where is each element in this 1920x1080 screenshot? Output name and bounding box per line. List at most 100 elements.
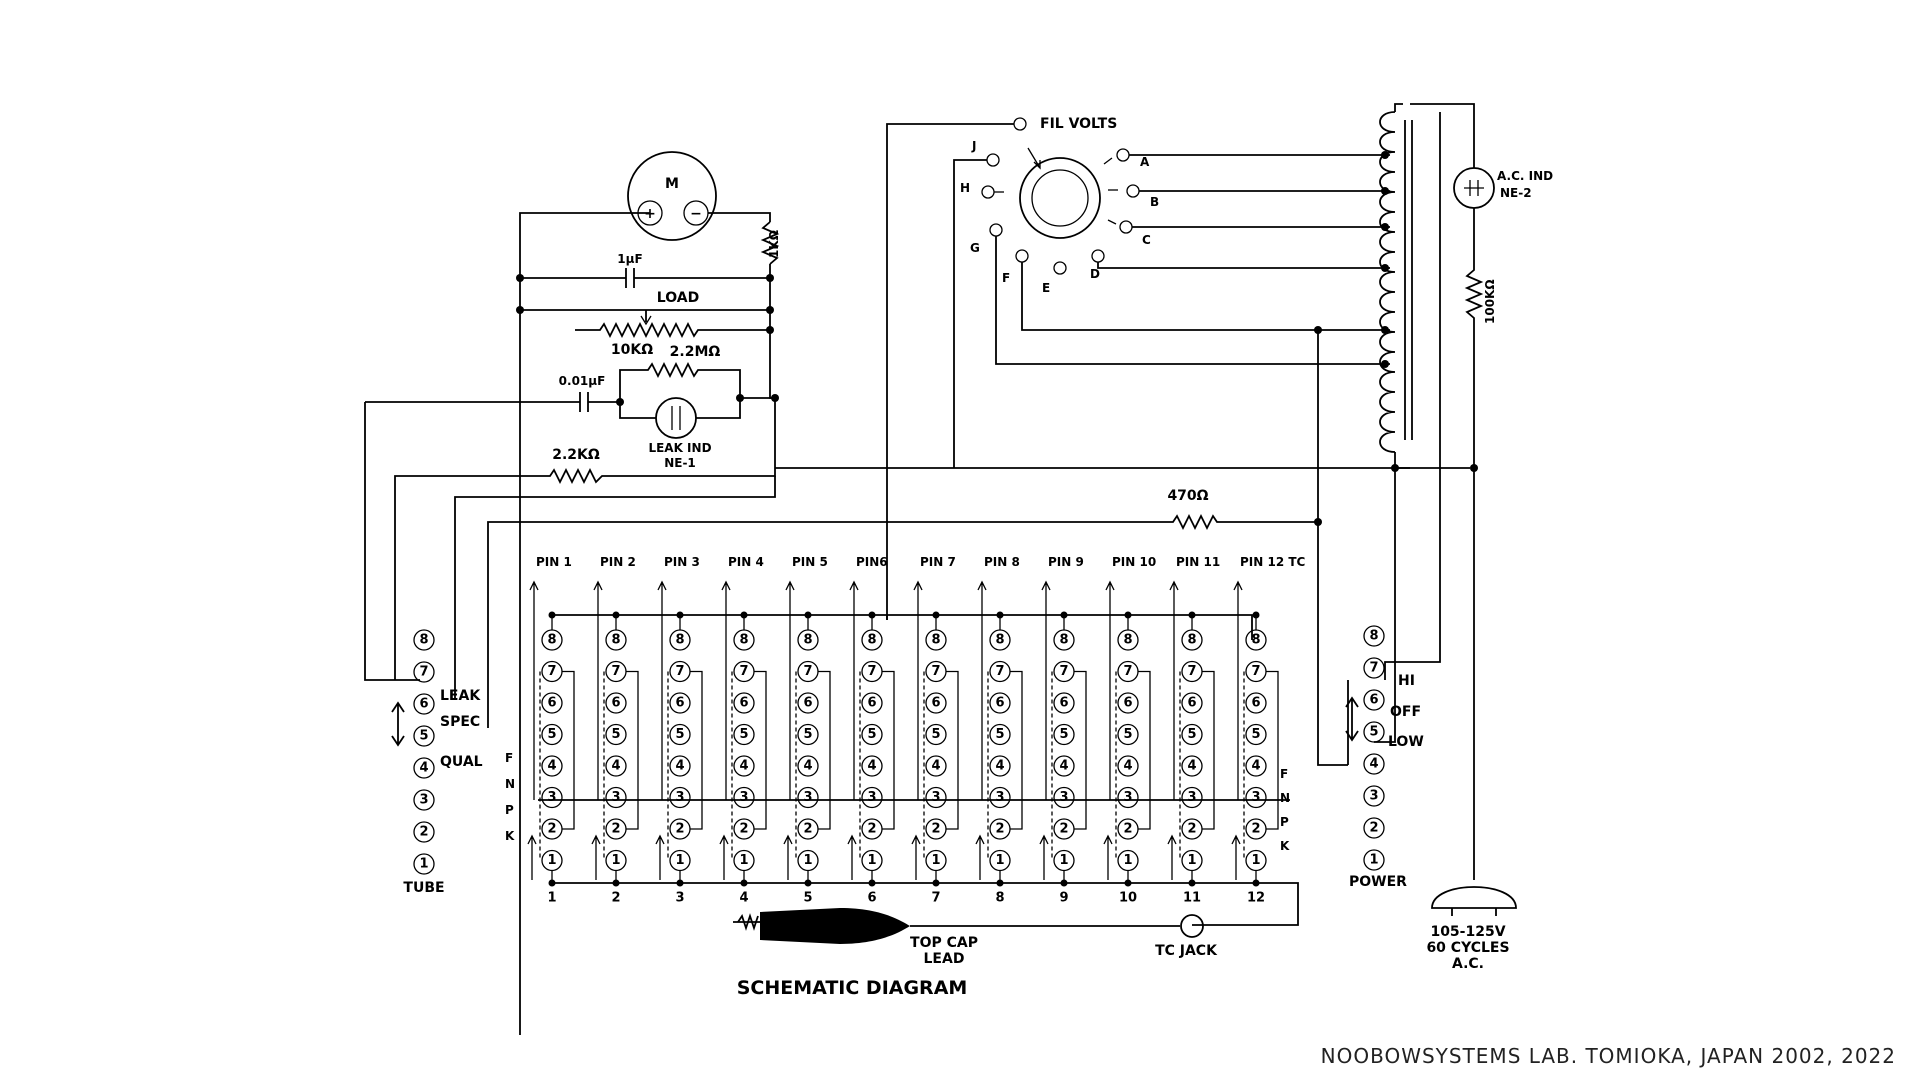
pin-7-pos-4 <box>925 755 947 777</box>
pin-6-pos-4 <box>861 755 883 777</box>
pin-5-bottom-arrow <box>783 834 793 880</box>
pin-12-pos-label-2: 2 <box>1251 822 1260 837</box>
pin-8-pos-label-2: 2 <box>995 822 1004 837</box>
pin-6-pos-6 <box>861 692 883 714</box>
credit-line: NOOBOWSYSTEMS LAB. TOMIOKA, JAPAN 2002, … <box>1320 1044 1896 1068</box>
pin-arrow-10 <box>1105 580 1115 800</box>
pin-11-pos-label-5: 5 <box>1187 727 1196 742</box>
pin-arrow-6 <box>849 580 859 800</box>
pin-8-pos-6 <box>989 692 1011 714</box>
pin-number-4: 4 <box>739 891 748 906</box>
power-pos-7 <box>1363 657 1385 679</box>
tube-label-leak: LEAK <box>440 688 481 704</box>
tap-c: C <box>1142 233 1151 247</box>
pin-bank-buses <box>538 614 1299 926</box>
pin-7-pos-label-1: 1 <box>931 853 940 868</box>
pin-6-pos-label-7: 7 <box>867 664 876 679</box>
pin-4-pos-4 <box>733 755 755 777</box>
pin-4-pos-label-5: 5 <box>739 727 748 742</box>
top-cap-lead <box>733 908 1204 944</box>
power-label-hi: HI <box>1398 673 1415 689</box>
pin-9-pos-label-2: 2 <box>1059 822 1068 837</box>
tube-pos-6 <box>413 693 435 715</box>
top-cap-label-1: TOP CAP <box>910 935 978 951</box>
label-r1k: 1KΩ <box>767 230 781 258</box>
pin-7-pos-label-3: 3 <box>931 790 940 805</box>
pin-8-bracket <box>1010 670 1023 830</box>
power-caption: POWER <box>1349 874 1407 890</box>
pin-8-pos-label-8: 8 <box>995 633 1004 648</box>
pin-7-pos-5 <box>925 723 947 746</box>
pin-8-pos-label-7: 7 <box>995 664 1004 679</box>
pin-7-pos-label-8: 8 <box>931 633 940 648</box>
pin-11-pos-label-2: 2 <box>1187 822 1196 837</box>
pin-6-pos-label-3: 3 <box>867 790 876 805</box>
pin-12-pos-5 <box>1245 723 1267 746</box>
pin-9-pos-label-3: 3 <box>1059 790 1068 805</box>
pin-9-pos-label-5: 5 <box>1059 727 1068 742</box>
pin-3-pos-label-7: 7 <box>675 664 684 679</box>
pin-number-5: 5 <box>803 891 812 906</box>
pin-7-pos-label-7: 7 <box>931 664 940 679</box>
tube-pos-5 <box>413 725 435 747</box>
pin-1-bracket <box>562 670 575 830</box>
pin-1-pos-label-5: 5 <box>547 727 556 742</box>
tube-pos-label-7: 7 <box>419 665 428 680</box>
letter-k-right: K <box>1280 839 1290 853</box>
pin-number-6: 6 <box>867 891 876 906</box>
pin-8-pos-label-1: 1 <box>995 853 1004 868</box>
pin-3-pos-label-2: 2 <box>675 822 684 837</box>
label-r100k: 100KΩ <box>1483 279 1497 324</box>
pin-3-pos-label-4: 4 <box>675 759 684 774</box>
pin-7-pos-label-6: 6 <box>931 696 940 711</box>
pin-5-pos-label-4: 4 <box>803 759 812 774</box>
power-pos-3 <box>1363 785 1385 807</box>
label-r470: 470Ω <box>1167 488 1208 504</box>
pin-arrow-8 <box>977 580 987 800</box>
pin-4-pos-6 <box>733 692 755 714</box>
pin-8-pos-label-5: 5 <box>995 727 1004 742</box>
pin-11-pos-label-6: 6 <box>1187 696 1196 711</box>
pin-4-pos-label-7: 7 <box>739 664 748 679</box>
pin-2-pos-label-6: 6 <box>611 696 620 711</box>
pin-1-pos-5 <box>541 723 563 746</box>
pin-11-pos-label-1: 1 <box>1187 853 1196 868</box>
pin-9-pos-label-8: 8 <box>1059 633 1068 648</box>
pin-header-12: PIN 12 TC <box>1240 555 1306 569</box>
pin-3-pos-5 <box>669 723 691 746</box>
pin-arrow-9 <box>1041 580 1051 800</box>
ne1-lamp <box>655 397 697 439</box>
pin-5-pos-label-8: 8 <box>803 633 812 648</box>
mains-line-2: 60 CYCLES <box>1426 940 1509 956</box>
tap-a: A <box>1140 155 1150 169</box>
pin-6-pos-label-2: 2 <box>867 822 876 837</box>
pin-10-pos-label-5: 5 <box>1123 727 1132 742</box>
pin-3-pos-label-6: 6 <box>675 696 684 711</box>
pin-number-11: 11 <box>1183 891 1201 906</box>
pin-6-bracket <box>882 670 895 830</box>
letter-n-right: N <box>1280 791 1290 805</box>
label-ac-ind: A.C. IND <box>1497 169 1553 183</box>
power-pos-label-3: 3 <box>1369 789 1378 804</box>
pin-10-pos-5 <box>1117 723 1139 746</box>
pin-2-pos-label-7: 7 <box>611 664 620 679</box>
pin-8-pos-label-6: 6 <box>995 696 1004 711</box>
pin-3-pos-6 <box>669 692 691 714</box>
pin-1-pos-4 <box>541 755 563 777</box>
pin-11-pos-label-8: 8 <box>1187 633 1196 648</box>
tap-e: E <box>1042 281 1050 295</box>
label-c001: 0.01μF <box>559 374 606 388</box>
pin-number-9: 9 <box>1059 891 1068 906</box>
pin-3-bracket <box>690 670 703 830</box>
pin-7-pos-label-5: 5 <box>931 727 940 742</box>
tube-pos-1 <box>413 853 435 875</box>
pin-1-pos-label-3: 3 <box>547 790 556 805</box>
tap-h: H <box>960 181 970 195</box>
pin-3-pos-label-8: 8 <box>675 633 684 648</box>
pin-4-pos-label-1: 1 <box>739 853 748 868</box>
meter-plus: + <box>644 206 656 222</box>
pin-11-bracket <box>1202 670 1215 830</box>
